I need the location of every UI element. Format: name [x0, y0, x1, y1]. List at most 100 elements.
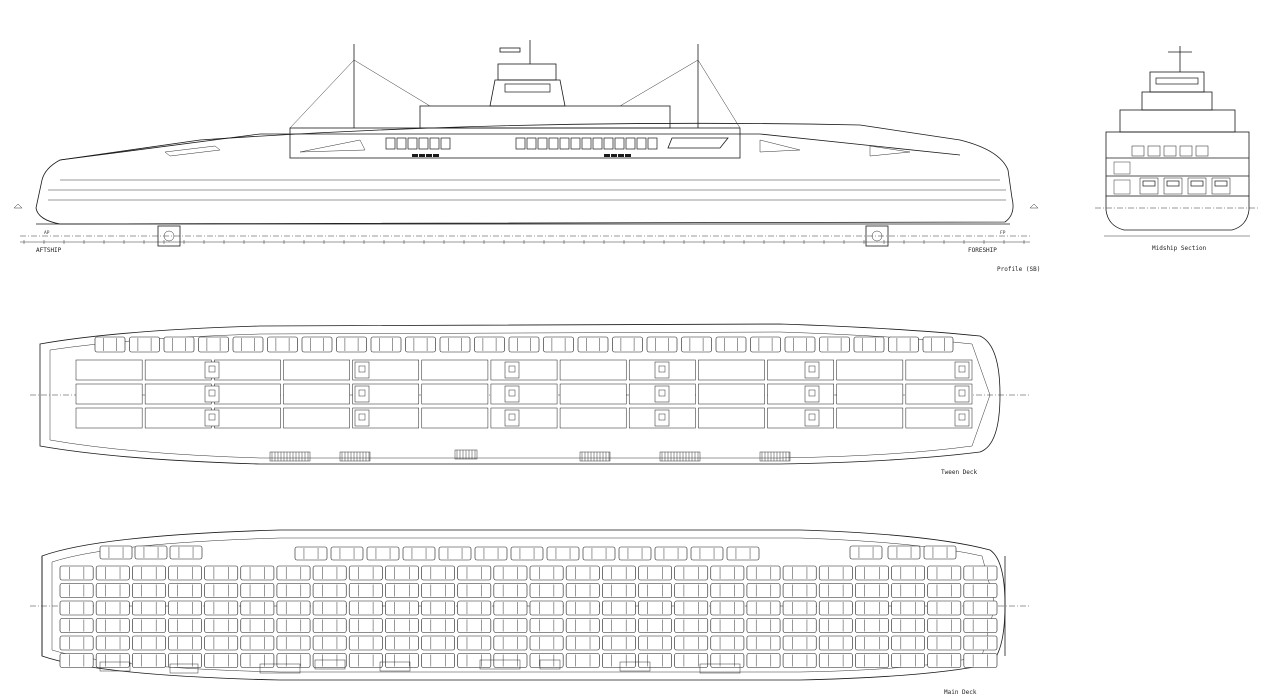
car-symbol [784, 336, 816, 353]
midship-hull [1105, 196, 1250, 231]
car-symbol [457, 635, 492, 651]
car-symbol [457, 600, 492, 616]
car-symbol [132, 600, 166, 616]
car-symbol [710, 653, 745, 668]
profile-window [526, 137, 537, 150]
car-symbol [746, 565, 781, 581]
profile-hull [35, 122, 1014, 225]
truck-cab [804, 361, 820, 379]
car-symbol [385, 618, 419, 633]
car-symbol [565, 618, 600, 633]
car-symbol [294, 546, 328, 561]
truck-space [698, 383, 765, 405]
car-symbol [385, 600, 419, 616]
truck-space [836, 383, 904, 405]
car-symbol [330, 546, 364, 561]
car-symbol [565, 583, 600, 598]
profile-vent [604, 154, 610, 157]
car-symbol [95, 653, 130, 668]
car-symbol [95, 635, 130, 651]
car-symbol [508, 336, 540, 353]
truck-cab [654, 361, 670, 379]
truck-cab-detail [808, 413, 816, 421]
car-symbol [654, 546, 688, 561]
car-symbol [963, 565, 998, 581]
car-symbol [348, 653, 383, 668]
car-symbol [674, 618, 709, 633]
truck-space [559, 359, 627, 381]
midship-car [1195, 145, 1209, 157]
profile-windows [385, 137, 658, 157]
car-symbol [336, 336, 367, 353]
car-symbol [493, 600, 528, 616]
car-symbol [681, 336, 712, 353]
main-deck-room [169, 663, 199, 674]
car-symbol [168, 565, 202, 581]
car-symbol [887, 545, 921, 560]
car-symbol [204, 618, 239, 633]
truck-space [75, 359, 143, 381]
car-symbol [240, 618, 275, 633]
truck-space [214, 407, 281, 429]
car-symbol [132, 653, 166, 668]
profile-window [625, 137, 636, 150]
car-symbol [746, 618, 781, 633]
truck-cab [954, 361, 970, 379]
car-symbol [782, 600, 817, 616]
profile-window [636, 137, 647, 150]
car-symbol [529, 653, 564, 668]
car-symbol [818, 565, 853, 581]
profile-vent [419, 154, 425, 157]
car-symbol [782, 618, 817, 633]
car-symbol [818, 653, 853, 668]
truck-cab-detail [508, 413, 516, 421]
car-symbol [312, 583, 347, 598]
profile-window [603, 137, 614, 150]
car-symbol [855, 583, 889, 598]
car-symbol [348, 635, 383, 651]
truck-cab [804, 409, 820, 427]
truck-cab-detail [508, 365, 516, 373]
profile-window [559, 137, 570, 150]
profile-window [396, 137, 407, 150]
car-symbol [132, 635, 166, 651]
truck-cab [204, 385, 220, 403]
car-symbol [565, 600, 600, 616]
truck-cab-detail [808, 365, 816, 373]
tween-stair [659, 451, 701, 462]
truck-cab [204, 361, 220, 379]
car-symbol [855, 565, 889, 581]
main-deck-room [619, 661, 651, 672]
truck-cab [654, 409, 670, 427]
truck-space [283, 407, 350, 429]
car-symbol [240, 653, 275, 668]
midship-title: Midship Section [1152, 245, 1207, 252]
car-symbol [750, 336, 781, 353]
midship-car [1131, 145, 1145, 157]
car-symbol [59, 565, 94, 581]
truck-space [767, 407, 834, 429]
car-symbol [267, 336, 298, 353]
midship-truck-window [1166, 180, 1180, 187]
car-symbol [543, 336, 574, 353]
car-symbol [457, 653, 492, 668]
car-symbol [529, 635, 564, 651]
truck-space [836, 359, 904, 381]
truck-space [214, 359, 281, 381]
car-symbol [95, 600, 130, 616]
car-symbol [674, 653, 709, 668]
truck-cab-detail [958, 389, 966, 397]
fp-label: FP [1000, 230, 1006, 236]
car-symbol [546, 546, 580, 561]
car-symbol [95, 618, 130, 633]
car-symbol [240, 565, 275, 581]
car-symbol [348, 583, 383, 598]
car-symbol [674, 635, 709, 651]
car-symbol [59, 618, 94, 633]
car-symbol [366, 546, 400, 561]
car-symbol [168, 583, 202, 598]
car-symbol [348, 600, 383, 616]
car-symbol [602, 635, 636, 651]
truck-space [421, 383, 489, 405]
car-symbol [529, 618, 564, 633]
